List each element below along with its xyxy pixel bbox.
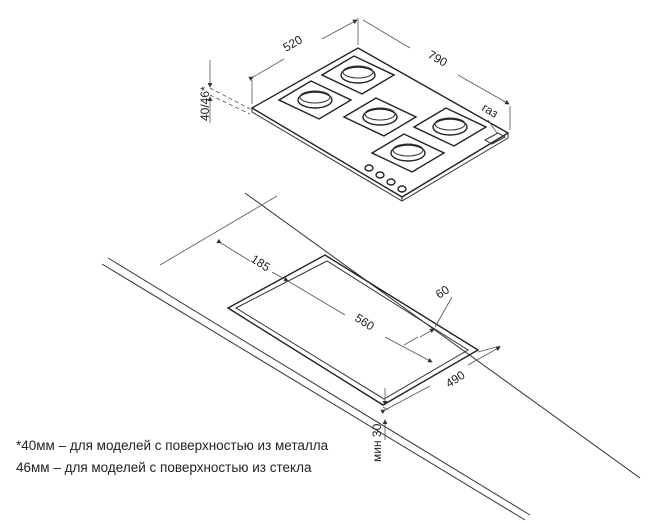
offset-side-label: 60 (433, 282, 452, 301)
hob-height-label: 40/46* (198, 86, 212, 121)
countertop-drawing (101, 192, 641, 521)
cutout-depth-label: 490 (443, 368, 468, 391)
cutout-length-label: 560 (352, 311, 377, 334)
control-knobs (364, 164, 407, 193)
gas-connection (483, 132, 507, 145)
gas-label: газ (480, 100, 501, 120)
offset-back-label: 185 (248, 252, 273, 275)
footnote-metal: *40мм – для моделей с поверхностью из ме… (16, 438, 329, 453)
hob-width-label: 520 (281, 32, 306, 54)
min-front-label: мин 30 (370, 423, 384, 462)
footnote-glass: 46мм – для моделей с поверхностью из сте… (16, 460, 312, 475)
hob-drawing (250, 47, 510, 202)
burner-grates (277, 55, 488, 173)
hob-length-label: 790 (426, 47, 451, 69)
